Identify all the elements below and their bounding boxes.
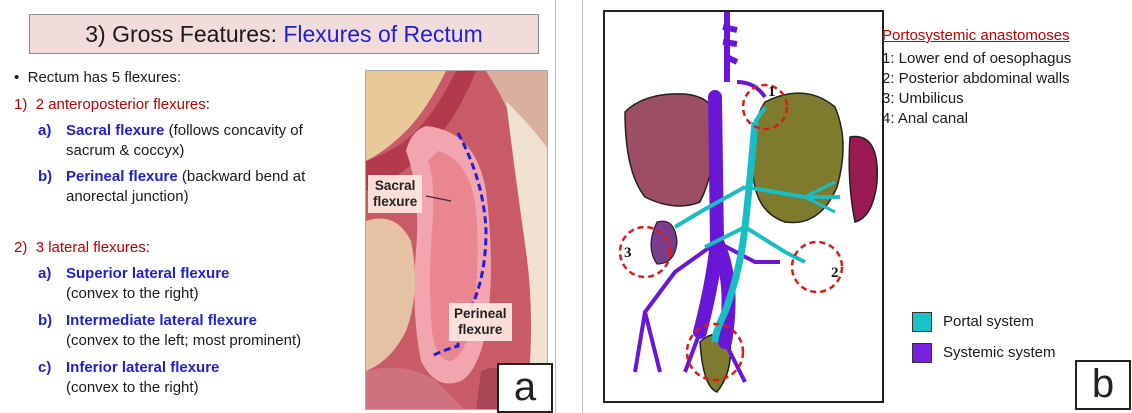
panel-b-slide: 1 2 3 Portosystemic anastomoses 1: Lower… (582, 0, 1132, 413)
perineal-desc2: anorectal junction) (66, 187, 189, 206)
sacral-desc1: (follows concavity of (164, 122, 302, 139)
rectum-anatomy-drawing (366, 71, 548, 410)
group1-heading: 1) 2 anteroposterior flexures: (14, 95, 210, 114)
superior-label: a) (38, 264, 66, 283)
systemic-system-label: Systemic system (943, 344, 1056, 361)
title-highlight: Flexures of Rectum (283, 21, 482, 47)
sacral-label: a) (38, 121, 66, 140)
group2-heading: 2) 3 lateral flexures: (14, 238, 150, 257)
group2-heading-text: 3 lateral flexures (36, 239, 146, 256)
site-1: 1: Lower end of oesophagus (882, 49, 1071, 68)
intro-line: • Rectum has 5 flexures: (14, 68, 181, 87)
group2-number: 2) (14, 239, 27, 256)
inferior-item: c)Inferior lateral flexure (38, 358, 219, 377)
perineal-term: Perineal flexure (66, 168, 178, 185)
sacral-callout-line1: Sacral (375, 178, 416, 193)
perineal-label: b) (38, 167, 66, 186)
intermediate-item: b)Intermediate lateral flexure (38, 311, 257, 330)
intermediate-label: b) (38, 311, 66, 330)
group1-heading-text: 2 anteroposterior flexures (36, 96, 206, 113)
sacral-flexure-callout: Sacral flexure (368, 175, 422, 213)
title-prefix: 3) Gross Features: (85, 21, 283, 47)
intermediate-desc: (convex to the left; most prominent) (66, 331, 301, 350)
bullet-dot: • (14, 69, 19, 86)
site-2: 2: Posterior abdominal walls (882, 69, 1070, 88)
group1-number: 1) (14, 96, 27, 113)
inferior-label: c) (38, 358, 66, 377)
rectum-anatomy-illustration: Sacral flexure Perineal flexure (365, 70, 548, 410)
group2-colon: : (146, 239, 150, 256)
slide-title: 3) Gross Features: Flexures of Rectum (29, 14, 539, 54)
group1-colon: : (206, 96, 210, 113)
sacral-desc2: sacrum & coccyx) (66, 141, 184, 160)
sacral-term: Sacral flexure (66, 122, 164, 139)
marker-2: 2 (831, 265, 839, 281)
systemic-system-swatch (912, 343, 932, 363)
perineal-callout-line1: Perineal (454, 306, 507, 321)
superior-term: Superior lateral flexure (66, 265, 229, 282)
panel-a-corner-label: a (497, 363, 553, 413)
venous-system-drawing: 1 2 3 (605, 12, 882, 401)
panel-a-slide: 3) Gross Features: Flexures of Rectum • … (0, 0, 556, 413)
intermediate-term: Intermediate lateral flexure (66, 312, 257, 329)
marker-3: 3 (624, 245, 632, 261)
panel-b-corner-label: b (1075, 360, 1131, 410)
marker-1: 1 (768, 84, 776, 100)
perineal-item: b)Perineal flexure (backward bend at (38, 167, 305, 186)
perineal-flexure-callout: Perineal flexure (449, 303, 512, 341)
superior-item: a)Superior lateral flexure (38, 264, 229, 283)
anastomoses-title: Portosystemic anastomoses (882, 27, 1070, 44)
portal-system-label: Portal system (943, 313, 1034, 330)
sacral-item: a)Sacral flexure (follows concavity of (38, 121, 303, 140)
inferior-desc: (convex to the right) (66, 378, 199, 397)
portal-system-swatch (912, 312, 932, 332)
site-3: 3: Umbilicus (882, 89, 964, 108)
portosystemic-diagram: 1 2 3 (603, 10, 884, 403)
site-4: 4: Anal canal (882, 109, 968, 128)
inferior-term: Inferior lateral flexure (66, 359, 219, 376)
perineal-callout-line2: flexure (458, 322, 502, 337)
superior-desc: (convex to the right) (66, 284, 199, 303)
intro-text: Rectum has 5 flexures: (28, 69, 181, 86)
sacral-callout-line2: flexure (373, 194, 417, 209)
perineal-desc1: (backward bend at (178, 168, 306, 185)
